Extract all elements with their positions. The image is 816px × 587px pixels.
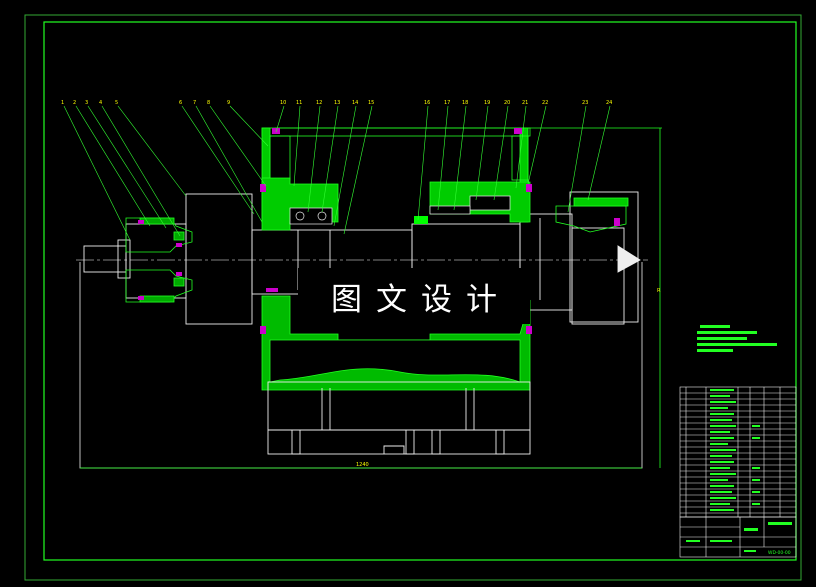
balloon-4: 4 — [99, 100, 102, 106]
balloon-16: 16 — [424, 100, 430, 106]
balloon-19: 19 — [484, 100, 490, 106]
parts-list — [679, 386, 797, 518]
key — [414, 216, 428, 224]
overall-length-label: 1240 — [356, 462, 369, 468]
tailstock — [569, 191, 641, 325]
balloon-21: 21 — [522, 100, 528, 106]
balloon-14: 14 — [352, 100, 358, 106]
balloon-13: 13 — [334, 100, 340, 106]
balloon-22: 22 — [542, 100, 548, 106]
headstock-housing — [261, 127, 531, 391]
drawing-number: WD-00-00 — [768, 550, 791, 556]
balloon-labels: 1 2 3 4 5 6 7 8 9 10 11 12 13 14 15 16 1… — [61, 100, 612, 106]
balloon-12: 12 — [316, 100, 322, 106]
balloon-24: 24 — [606, 100, 612, 106]
balloon-18: 18 — [462, 100, 468, 106]
balloon-23: 23 — [582, 100, 588, 106]
balloon-15: 15 — [368, 100, 374, 106]
machine-base — [267, 381, 531, 455]
balloon-3: 3 — [85, 100, 88, 106]
inner-frame — [43, 21, 797, 561]
balloon-17: 17 — [444, 100, 450, 106]
left-chuck-bolts — [138, 220, 182, 300]
title-block-fills — [686, 522, 792, 552]
balloon-7: 7 — [193, 100, 196, 106]
balloon-5: 5 — [115, 100, 118, 106]
title-block — [679, 516, 797, 558]
technical-notes — [697, 325, 777, 352]
tailstock-bolt — [614, 218, 620, 226]
watermark: 图文设计 — [298, 268, 530, 324]
balloon-2: 2 — [73, 100, 76, 106]
balloon-1: 1 — [61, 100, 64, 106]
balloon-10: 10 — [280, 100, 286, 106]
balloon-9: 9 — [227, 100, 230, 106]
tailstock-sleeve — [555, 197, 629, 233]
balloon-11: 11 — [296, 100, 302, 106]
balloon-8: 8 — [207, 100, 210, 106]
balloon-20: 20 — [504, 100, 510, 106]
leader-lines — [63, 105, 611, 241]
height-label: R — [657, 288, 661, 294]
outer-frame — [24, 14, 802, 581]
bearings — [289, 195, 511, 225]
parts-list-entries — [710, 389, 760, 511]
balloon-6: 6 — [179, 100, 182, 106]
